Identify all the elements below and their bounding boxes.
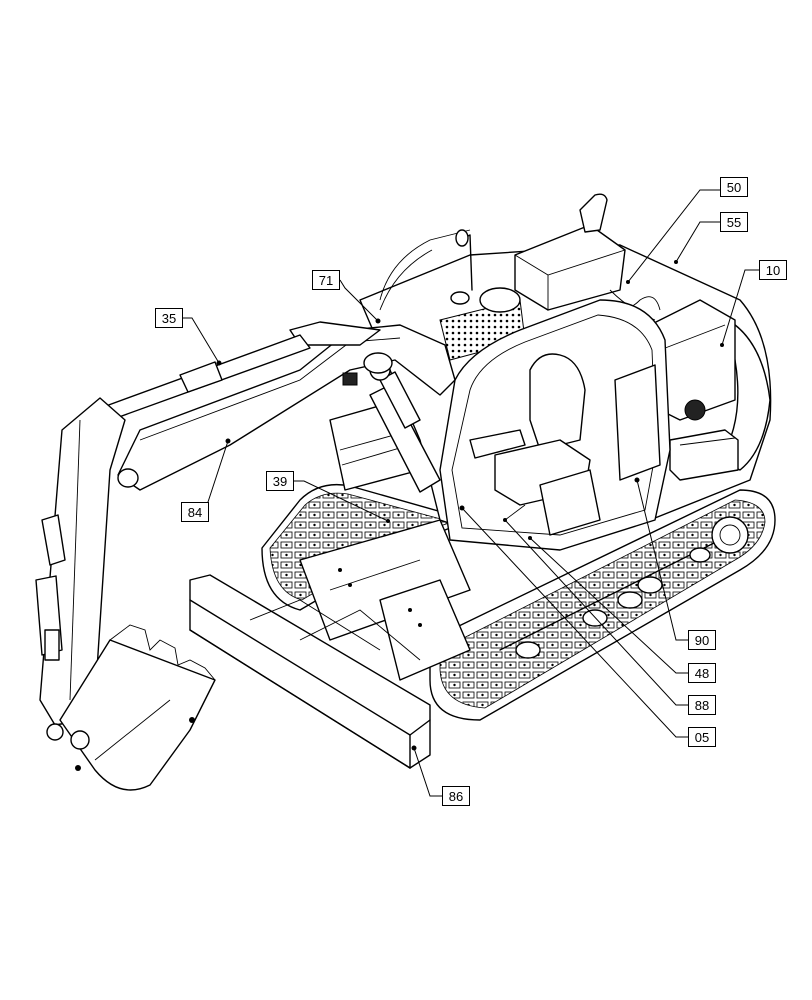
boom [117, 318, 456, 491]
undercarriage-frame [299, 519, 471, 681]
callout-05[interactable]: 05 [688, 727, 716, 747]
bucket [46, 624, 216, 791]
callout-84[interactable]: 84 [181, 502, 209, 522]
callout-55[interactable]: 55 [720, 212, 748, 232]
leader-lines [182, 189, 760, 797]
callout-48[interactable]: 48 [688, 663, 716, 683]
callout-50[interactable]: 50 [720, 177, 748, 197]
callout-86[interactable]: 86 [442, 786, 470, 806]
callout-88[interactable]: 88 [688, 695, 716, 715]
callout-10[interactable]: 10 [759, 260, 787, 280]
callout-71[interactable]: 71 [312, 270, 340, 290]
leader-endpoints [386, 260, 724, 751]
callout-35[interactable]: 35 [155, 308, 183, 328]
cab [439, 299, 671, 551]
arm [35, 397, 126, 726]
callout-39[interactable]: 39 [266, 471, 294, 491]
callout-90[interactable]: 90 [688, 630, 716, 650]
dozer-blade [189, 574, 431, 769]
